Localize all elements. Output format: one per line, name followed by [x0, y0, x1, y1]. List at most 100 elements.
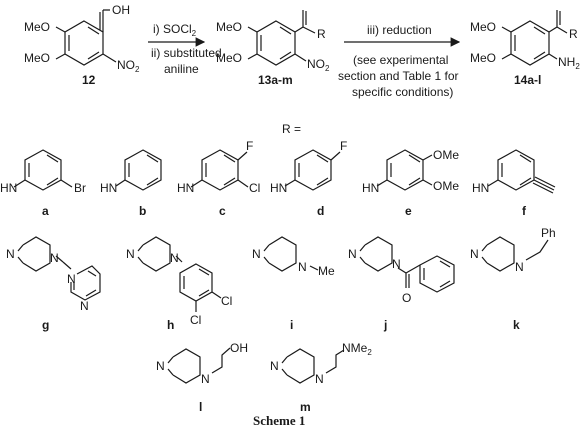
nitrogen-label: N [392, 257, 401, 271]
benzene-ring [510, 20, 550, 66]
substituent-letter: i [290, 318, 293, 332]
amine-label: NH2 [558, 55, 580, 71]
nh-label: HN [100, 181, 117, 195]
substituent-letter: h [167, 318, 174, 332]
reagent-label: i) SOCl2 [153, 22, 197, 38]
substituent-letter: g [42, 318, 49, 332]
substituent-letter: k [513, 318, 520, 332]
substituent-e: HN OMe OMe e [362, 148, 459, 218]
methoxy-label: MeO [216, 20, 242, 34]
nitrogen-label: N [252, 247, 261, 261]
substituent-i: N N Me i [252, 236, 335, 332]
piperazine-ring [486, 236, 515, 272]
substituent-f: HN f [472, 149, 556, 218]
nitrogen-label: N [515, 260, 524, 274]
benzene-ring [179, 263, 213, 302]
piperazine-ring [172, 348, 201, 384]
chloro-label: Cl [221, 294, 232, 308]
nh-label: HN [270, 181, 287, 195]
substituent-letter: c [219, 204, 226, 218]
nitrogen-label: N [6, 247, 15, 261]
nitrogen-label: N [170, 251, 179, 265]
reagent-label: specific conditions) [352, 85, 453, 99]
benzene-ring [64, 20, 104, 66]
nh-label: HN [0, 181, 17, 195]
substituent-a: HN Br a [0, 149, 86, 218]
reagent-label: aniline [164, 62, 199, 76]
r-group-label: R [569, 27, 578, 41]
substituent-letter: e [405, 204, 412, 218]
chloro-label: Cl [249, 181, 260, 195]
substituent-c: HN F Cl c [177, 139, 260, 218]
piperazine-ring [286, 348, 315, 384]
carbonyl-oxygen-label: O [402, 291, 411, 305]
nitrogen-label: N [80, 299, 89, 313]
alkyne-bond [532, 176, 556, 194]
nitrogen-label: N [67, 272, 76, 286]
nh-label: HN [472, 181, 489, 195]
substituent-l: N N OH l [156, 341, 248, 414]
phenyl-label: Ph [541, 226, 556, 240]
substituent-h: N N Cl Cl h [126, 236, 232, 332]
methoxy-label: OMe [433, 148, 459, 162]
compound-number: 14a-l [514, 73, 541, 87]
nitro-label: NO2 [117, 58, 140, 74]
fluoro-label: F [340, 139, 347, 153]
substituent-g: N N N N g [6, 236, 101, 332]
reagent-label: iii) reduction [367, 23, 432, 37]
substituent-b: HN b [100, 149, 162, 218]
methoxy-label: MeO [24, 51, 50, 65]
reaction-arrow-1: i) SOCl2 ii) substituted aniline [148, 22, 222, 76]
compound-number: 12 [82, 73, 96, 87]
substituent-letter: d [317, 204, 324, 218]
dimethylamino-label: NMe2 [342, 341, 372, 357]
substituent-d: HN F d [270, 139, 347, 218]
substituent-letter: j [383, 318, 387, 332]
substituent-letter: l [199, 400, 202, 414]
piperazine-ring [268, 236, 297, 272]
nitrogen-label: N [470, 247, 479, 261]
piperazine-ring [142, 236, 171, 272]
substituent-letter: a [42, 204, 49, 218]
methoxy-label: MeO [470, 20, 496, 34]
hydroxyl-label: OH [112, 3, 130, 17]
nitrogen-label: N [50, 251, 59, 265]
piperazine-ring [364, 236, 393, 272]
bromo-label: Br [74, 181, 86, 195]
nh-label: HN [362, 181, 379, 195]
methoxy-label: OMe [433, 179, 459, 193]
compound-number: 13a-m [258, 73, 293, 87]
substituent-letter: f [522, 204, 527, 218]
nitrogen-label: N [156, 359, 165, 373]
substituent-letter: b [139, 204, 146, 218]
nh-label: HN [177, 181, 194, 195]
nitrogen-label: N [298, 260, 307, 274]
compound-14: MeO MeO R NH2 14a-l [470, 10, 580, 87]
nitro-label: NO2 [307, 57, 330, 73]
nitrogen-label: N [315, 372, 324, 386]
methyl-label: Me [318, 264, 335, 278]
r-definition-label: R = [282, 122, 301, 136]
compound-13: MeO MeO R NO2 13a-m [216, 10, 330, 87]
nitrogen-label: N [201, 372, 210, 386]
nitrogen-label: N [348, 247, 357, 261]
substituent-m: N N NMe2 m [270, 341, 372, 414]
hydroxyl-label: OH [230, 341, 248, 355]
pyrimidine-ring [62, 261, 101, 301]
chloro-label: Cl [190, 313, 201, 327]
fluoro-label: F [246, 139, 253, 153]
benzene-ring [256, 20, 296, 66]
nitrogen-label: N [126, 247, 135, 261]
benzene-ring [419, 255, 455, 293]
methoxy-label: MeO [24, 20, 50, 34]
substituent-letter: m [300, 400, 311, 414]
substituent-k: N N Ph k [470, 226, 556, 332]
compound-12: MeO MeO OH NO2 12 [24, 3, 140, 87]
reagent-label: ii) substituted [151, 46, 222, 60]
piperazine-ring [22, 236, 51, 272]
nitrogen-label: N [270, 359, 279, 373]
reagent-label: section and Table 1 for [338, 69, 459, 83]
substituent-j: N N O j [348, 236, 455, 332]
reaction-arrow-2: iii) reduction (see experimental section… [338, 23, 461, 99]
